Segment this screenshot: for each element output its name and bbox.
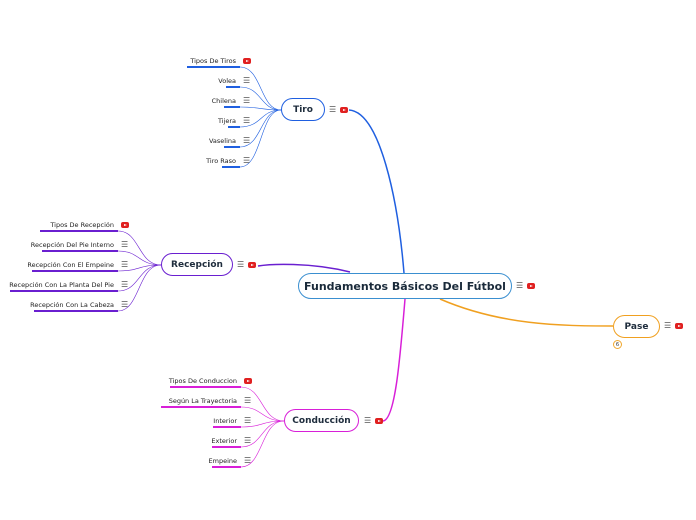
note-icon[interactable]: ☰ bbox=[516, 281, 524, 290]
branch-node-tiro[interactable]: Tiro bbox=[281, 98, 325, 121]
youtube-icon[interactable] bbox=[243, 58, 251, 64]
leaf-label-recepcion[interactable]: Recepción Con La Cabeza bbox=[30, 301, 114, 309]
leaf-connector bbox=[117, 264, 162, 272]
leaf-connector bbox=[239, 106, 282, 111]
branch-title-recepcion: Recepción bbox=[171, 259, 223, 270]
connector-conduccion bbox=[382, 298, 406, 422]
note-icon[interactable]: ☰ bbox=[121, 240, 129, 249]
leaf-label-conduccion[interactable]: Interior bbox=[213, 417, 237, 425]
note-icon[interactable]: ☰ bbox=[237, 260, 245, 269]
child-count-badge[interactable]: 6 bbox=[613, 340, 622, 349]
youtube-icon[interactable] bbox=[375, 418, 383, 424]
connector-tiro bbox=[348, 109, 405, 274]
youtube-icon[interactable] bbox=[244, 378, 252, 384]
root-title: Fundamentos Básicos Del Fútbol bbox=[304, 279, 506, 293]
leaf-connector bbox=[117, 264, 162, 312]
note-icon[interactable]: ☰ bbox=[121, 300, 129, 309]
branch-title-tiro: Tiro bbox=[293, 104, 313, 115]
note-icon[interactable]: ☰ bbox=[243, 116, 251, 125]
leaf-label-tiro[interactable]: Tiro Raso bbox=[206, 157, 236, 165]
branch-node-pase[interactable]: Pase bbox=[613, 315, 660, 338]
note-icon[interactable]: ☰ bbox=[244, 456, 252, 465]
leaf-label-tiro[interactable]: Tijera bbox=[217, 117, 236, 125]
note-icon[interactable]: ☰ bbox=[364, 416, 372, 425]
note-icon[interactable]: ☰ bbox=[121, 280, 129, 289]
leaf-label-tiro[interactable]: Vaselina bbox=[208, 137, 236, 145]
leaf-connector bbox=[239, 109, 282, 168]
leaf-label-recepcion[interactable]: Recepción Del Pie Interno bbox=[30, 241, 114, 249]
youtube-icon[interactable] bbox=[340, 107, 348, 113]
branch-title-conduccion: Conducción bbox=[292, 415, 351, 426]
leaf-connector bbox=[240, 420, 285, 448]
leaf-label-recepcion[interactable]: Recepción Con La Planta Del Pie bbox=[9, 281, 114, 289]
leaf-connector bbox=[240, 406, 285, 422]
leaf-connector bbox=[117, 250, 162, 266]
branch-node-conduccion[interactable]: Conducción bbox=[284, 409, 359, 432]
youtube-icon[interactable] bbox=[675, 323, 683, 329]
leaf-connector bbox=[239, 66, 282, 111]
note-icon[interactable]: ☰ bbox=[664, 321, 672, 330]
note-icon[interactable]: ☰ bbox=[243, 96, 251, 105]
leaf-label-tiro[interactable]: Tipos De Tiros bbox=[190, 57, 236, 65]
note-icon[interactable]: ☰ bbox=[244, 416, 252, 425]
note-icon[interactable]: ☰ bbox=[329, 105, 337, 114]
note-icon[interactable]: ☰ bbox=[244, 396, 252, 405]
branch-node-recepcion[interactable]: Recepción bbox=[161, 253, 233, 276]
connector-pase bbox=[439, 298, 614, 327]
branch-title-pase: Pase bbox=[624, 321, 649, 332]
note-icon[interactable]: ☰ bbox=[243, 76, 251, 85]
youtube-icon[interactable] bbox=[121, 222, 129, 228]
leaf-connector bbox=[240, 420, 285, 428]
note-icon[interactable]: ☰ bbox=[244, 436, 252, 445]
root-node[interactable]: Fundamentos Básicos Del Fútbol bbox=[298, 273, 512, 299]
youtube-icon[interactable] bbox=[248, 262, 256, 268]
leaf-connector bbox=[239, 86, 282, 111]
leaf-label-conduccion[interactable]: Exterior bbox=[211, 437, 237, 445]
note-icon[interactable]: ☰ bbox=[121, 260, 129, 269]
note-icon[interactable]: ☰ bbox=[243, 156, 251, 165]
leaf-label-conduccion[interactable]: Tipos De Conduccion bbox=[168, 377, 237, 385]
leaf-label-tiro[interactable]: Chilena bbox=[211, 97, 236, 105]
connector-recepcion bbox=[257, 263, 351, 273]
leaf-connector bbox=[240, 420, 285, 468]
note-icon[interactable]: ☰ bbox=[243, 136, 251, 145]
leaf-label-conduccion[interactable]: Según La Trayectoria bbox=[168, 397, 237, 405]
leaf-label-conduccion[interactable]: Empeine bbox=[208, 457, 238, 465]
leaf-connector bbox=[117, 264, 162, 292]
youtube-icon[interactable] bbox=[527, 283, 535, 289]
leaf-label-recepcion[interactable]: Recepción Con El Empeine bbox=[27, 261, 114, 269]
leaf-connector bbox=[117, 230, 162, 266]
leaf-connector bbox=[240, 386, 285, 422]
leaf-label-recepcion[interactable]: Tipos De Recepción bbox=[50, 221, 114, 229]
leaf-label-tiro[interactable]: Volea bbox=[218, 77, 236, 85]
